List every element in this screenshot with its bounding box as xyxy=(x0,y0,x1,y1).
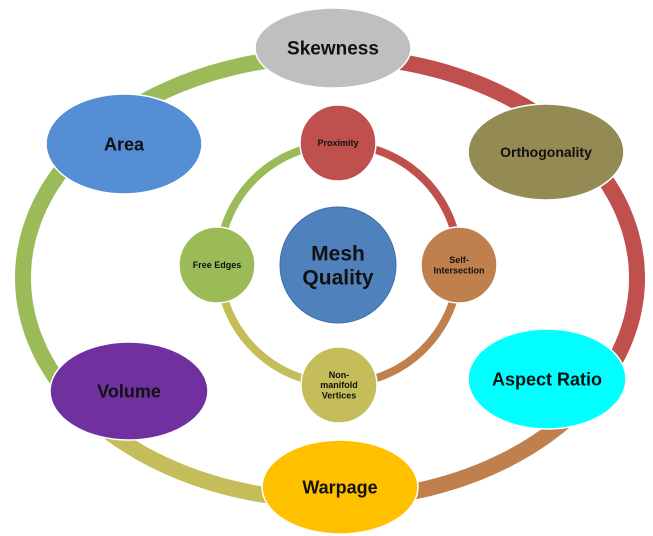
outer-node-skewness-label-line-1: Skewness xyxy=(287,39,379,60)
inner-node-free-edges: Free Edges xyxy=(178,226,256,304)
outer-node-ellipse xyxy=(45,93,203,195)
outer-node-ellipse xyxy=(261,439,419,535)
inner-node-circle xyxy=(178,226,256,304)
center-label-line-1: Mesh xyxy=(311,242,365,265)
inner-node-circle xyxy=(420,226,498,304)
inner-node-self-intersection-label-line-1: Self- xyxy=(449,255,469,265)
outer-node-warpage-label-line-1: Warpage xyxy=(302,477,377,497)
outer-node-volume-label-line-1: Volume xyxy=(97,381,161,401)
inner-node-proximity-label-line-1: Proximity xyxy=(317,138,358,148)
outer-node-orthogonality: Orthogonality xyxy=(467,103,625,201)
outer-node-skewness: Skewness xyxy=(254,7,412,89)
inner-node-free-edges-label-line-1: Free Edges xyxy=(193,260,242,270)
outer-node-ellipse xyxy=(254,7,412,89)
inner-node-self-intersection: Self-Intersection xyxy=(420,226,498,304)
inner-node-non-manifold-vertices-label-line-3: Vertices xyxy=(322,391,357,401)
inner-ring-nodes: ProximitySelf-IntersectionNon-manifoldVe… xyxy=(178,104,498,424)
inner-node-proximity: Proximity xyxy=(299,104,377,182)
inner-node-non-manifold-vertices-label-line-1: Non- xyxy=(329,370,350,380)
outer-node-orthogonality-label-line-1: Orthogonality xyxy=(500,144,592,160)
outer-node-ellipse xyxy=(467,328,627,430)
center-circle xyxy=(279,206,397,324)
center-label-line-2: Quality xyxy=(302,266,374,289)
outer-node-ellipse xyxy=(49,341,209,441)
outer-node-aspect-ratio: Aspect Ratio xyxy=(467,328,627,430)
outer-node-area: Area xyxy=(45,93,203,195)
inner-node-circle xyxy=(300,346,378,424)
outer-node-aspect-ratio-label-line-1: Aspect Ratio xyxy=(492,369,602,389)
outer-node-area-label-line-1: Area xyxy=(104,134,145,154)
inner-node-circle xyxy=(299,104,377,182)
inner-node-non-manifold-vertices-label-line-2: manifold xyxy=(320,380,358,390)
outer-node-ellipse xyxy=(467,103,625,201)
inner-node-self-intersection-label-line-2: Intersection xyxy=(433,265,484,275)
outer-node-volume: Volume xyxy=(49,341,209,441)
outer-node-warpage: Warpage xyxy=(261,439,419,535)
